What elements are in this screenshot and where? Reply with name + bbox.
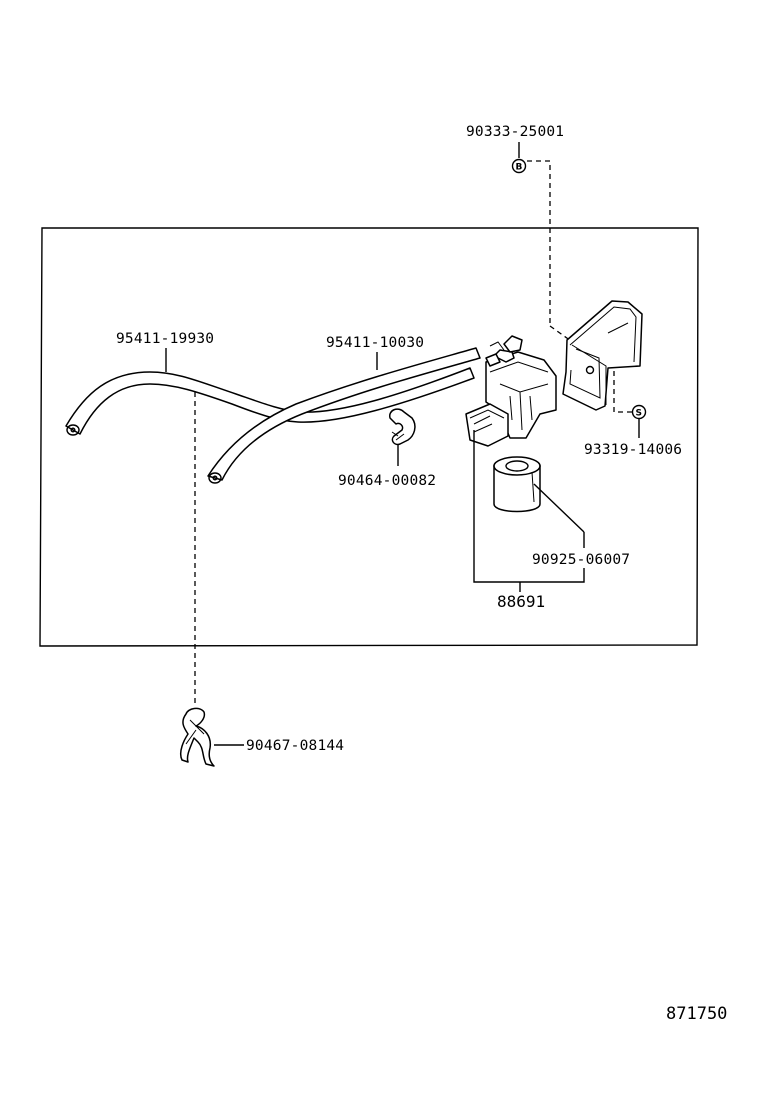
clip-small: [389, 408, 416, 446]
clip-outside: [179, 707, 215, 767]
assembly-frame: [39, 227, 699, 647]
figure-reference: 871750: [666, 1004, 727, 1024]
valve-connector: [465, 403, 509, 447]
label-hose-long: 95411-19930: [116, 331, 214, 347]
mounting-bracket: [562, 300, 643, 411]
label-clip-small: 90464-00082: [338, 473, 436, 489]
label-nut: 93319-14006: [584, 442, 682, 458]
hose-long: [65, 367, 475, 436]
bolt-symbol: B: [511, 158, 527, 174]
hose-short: [207, 347, 481, 484]
label-clip-outside: 90467-08144: [246, 738, 344, 754]
label-filter: 90925-06007: [532, 552, 630, 568]
nut-symbol: S: [631, 404, 647, 420]
label-valve-assy: 88691: [497, 592, 545, 611]
svg-text:B: B: [516, 163, 523, 173]
filter: [493, 456, 541, 513]
svg-text:S: S: [636, 409, 642, 419]
label-bolt: 90333-25001: [466, 124, 564, 140]
label-hose-short: 95411-10030: [326, 335, 424, 351]
